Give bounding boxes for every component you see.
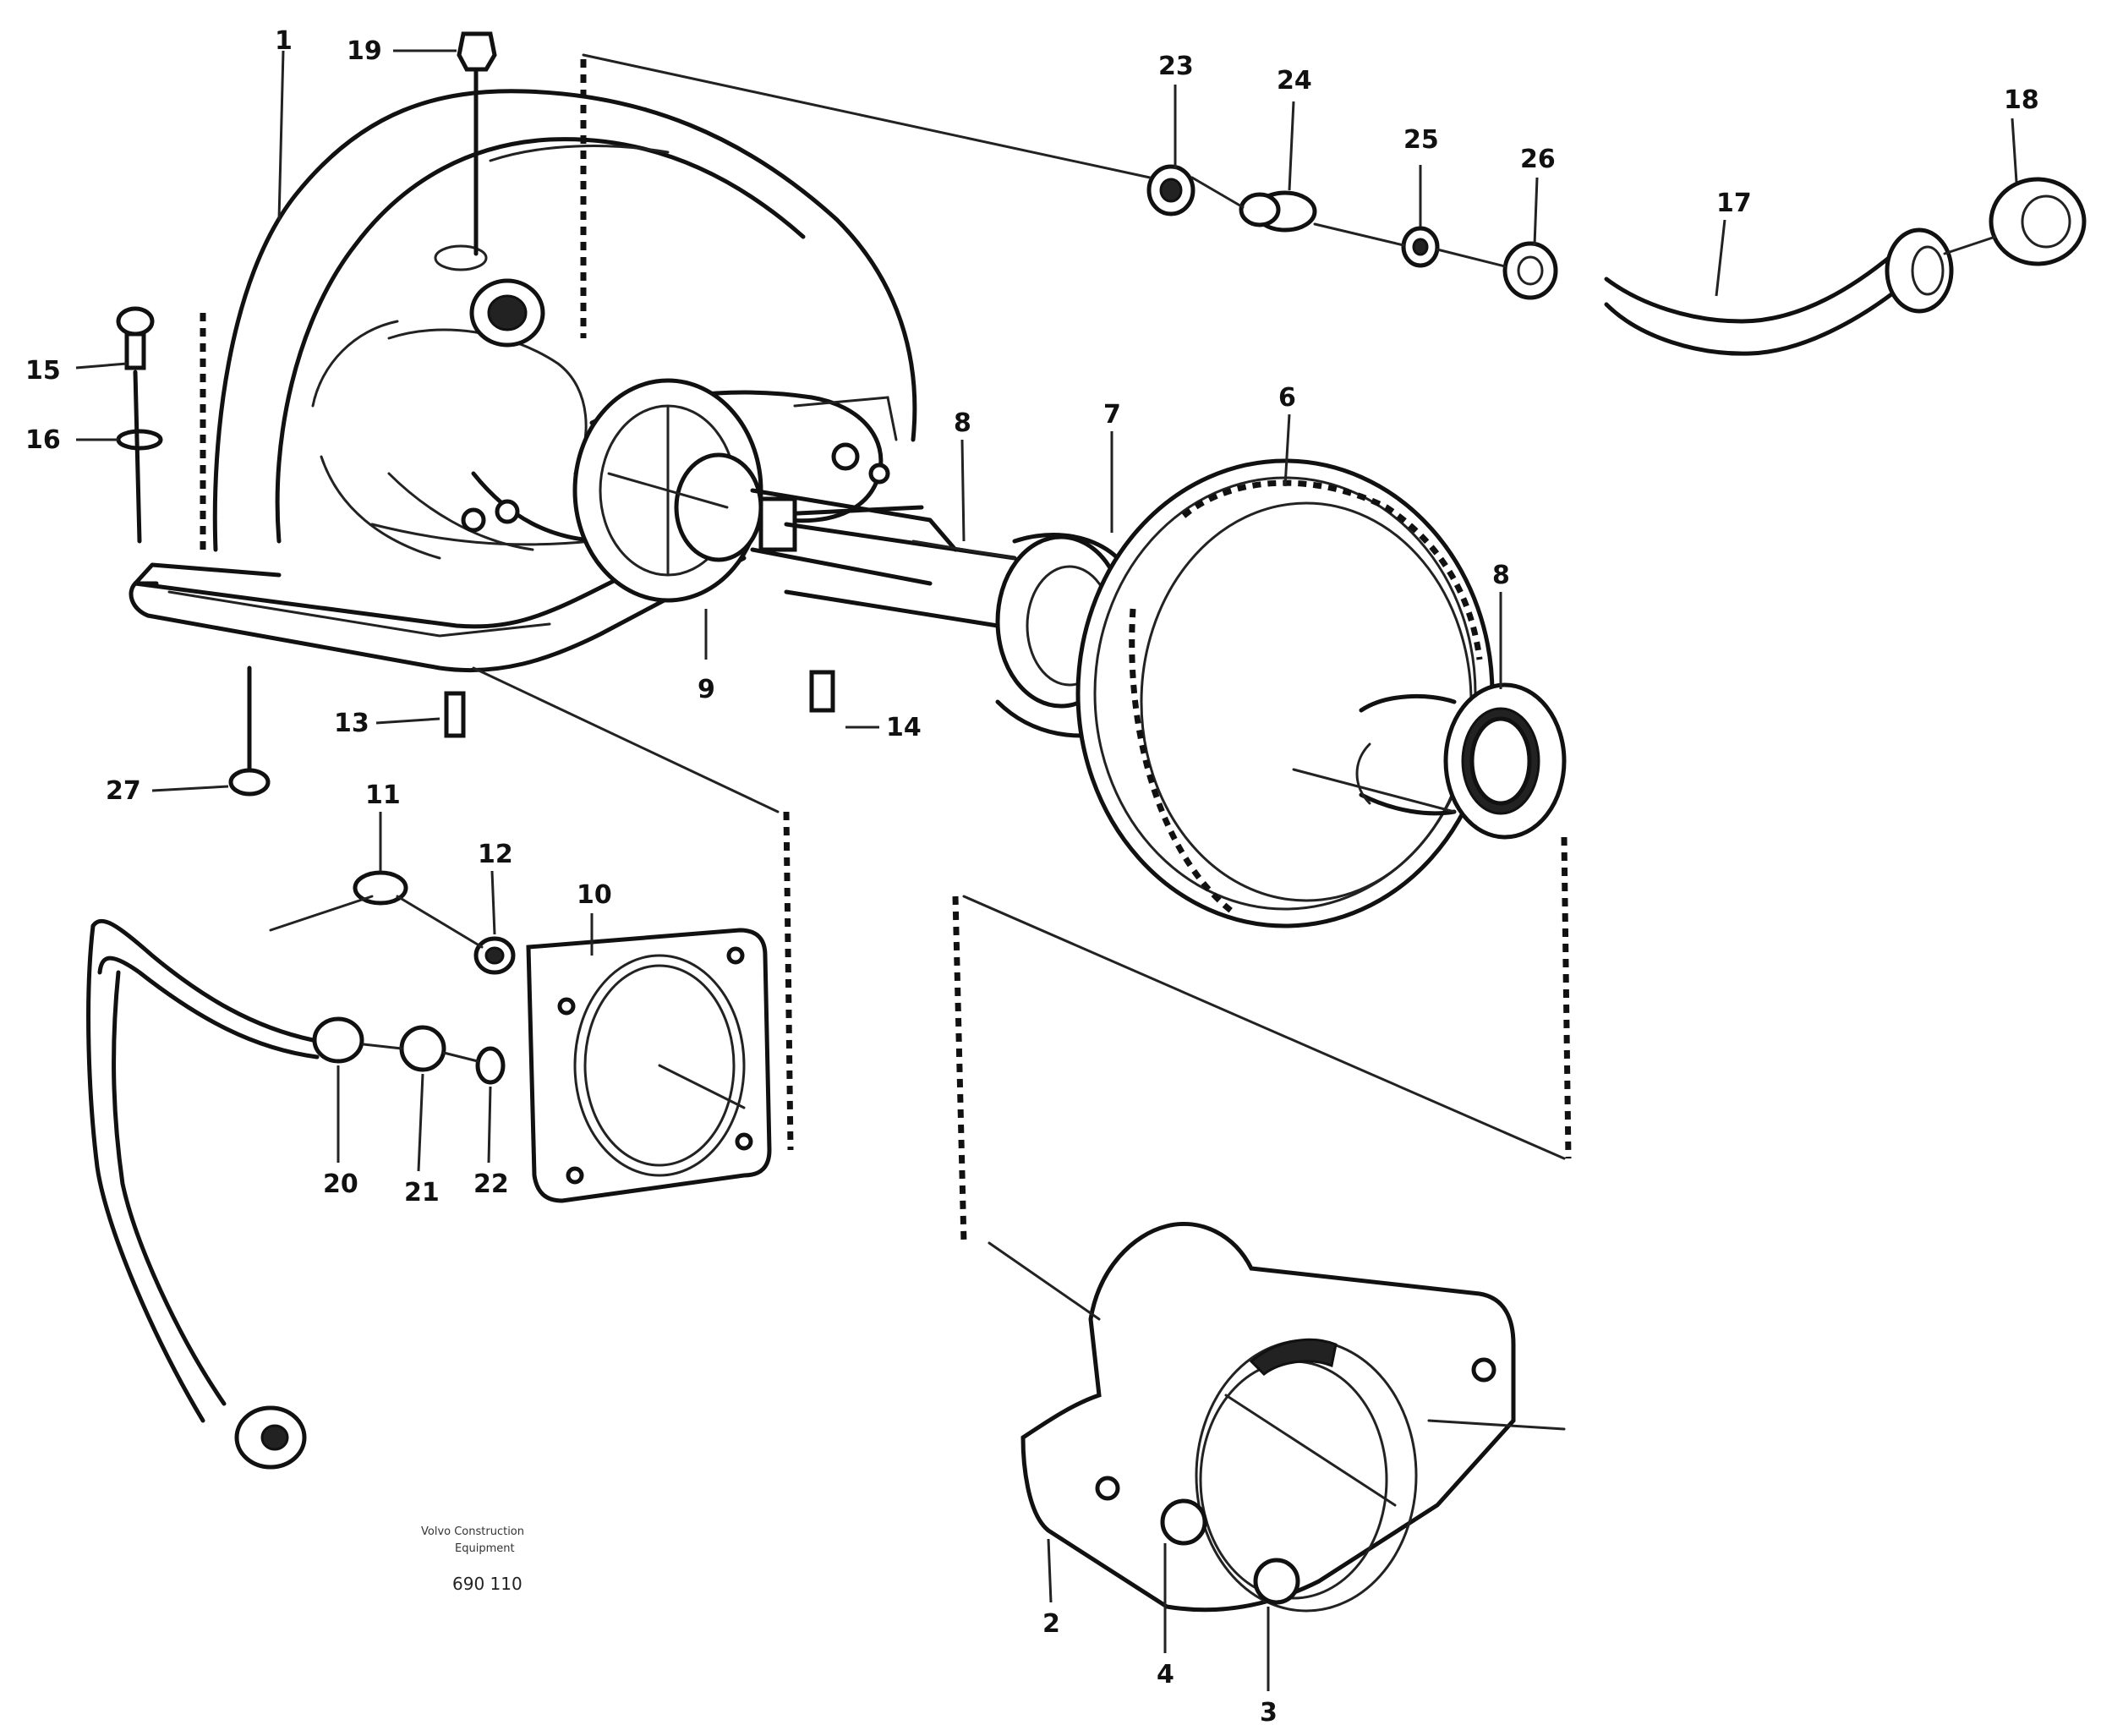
cover-plate-assembly	[86, 870, 772, 1470]
main-housing	[129, 89, 958, 673]
callout-9: 9	[698, 675, 715, 704]
callout-labels: 1 19 23 24 25 26 17 18 15 16 8 7 6 8 9 1…	[25, 26, 2039, 1728]
callout-20: 20	[323, 1169, 358, 1199]
callout-22: 22	[473, 1169, 509, 1199]
caption-line-1: Volvo Construction	[421, 1525, 524, 1538]
left-bolt-stack	[116, 306, 163, 544]
figure-code: 690 110	[452, 1574, 523, 1594]
top-bolt-19	[457, 31, 497, 256]
callout-8b: 8	[1492, 561, 1510, 590]
small-bolts	[228, 665, 835, 797]
callout-1: 1	[275, 26, 293, 56]
lower-housing	[1020, 1221, 1516, 1613]
callout-10: 10	[577, 880, 612, 910]
assembly-dashed-lines	[200, 59, 1572, 1244]
callout-17: 17	[1716, 189, 1752, 218]
callout-11: 11	[365, 780, 401, 810]
callout-23: 23	[1158, 52, 1194, 81]
callout-27: 27	[106, 776, 141, 806]
callout-25: 25	[1403, 125, 1439, 155]
callout-14: 14	[886, 713, 922, 742]
callout-15: 15	[25, 356, 61, 386]
callout-6: 6	[1278, 383, 1296, 413]
callout-18: 18	[2004, 85, 2039, 115]
callout-26: 26	[1520, 145, 1556, 174]
callout-13: 13	[334, 709, 369, 738]
callout-19: 19	[347, 36, 382, 66]
callout-12: 12	[478, 840, 513, 869]
callout-21: 21	[404, 1178, 440, 1208]
callout-24: 24	[1277, 66, 1312, 96]
leader-lines	[75, 49, 2018, 1691]
figure-caption: Volvo Construction Equipment 690 110	[421, 1525, 524, 1594]
callout-4: 4	[1157, 1660, 1174, 1689]
callout-7: 7	[1103, 400, 1121, 430]
callout-8: 8	[954, 408, 971, 438]
upper-pipe-assembly	[1146, 164, 2087, 356]
callout-2: 2	[1042, 1609, 1060, 1639]
alignment-lines	[269, 53, 1997, 1431]
caption-line-2: Equipment	[455, 1542, 515, 1555]
callout-3: 3	[1260, 1698, 1278, 1728]
shaft-and-gear-assembly	[784, 458, 1567, 928]
callout-16: 16	[25, 425, 61, 455]
